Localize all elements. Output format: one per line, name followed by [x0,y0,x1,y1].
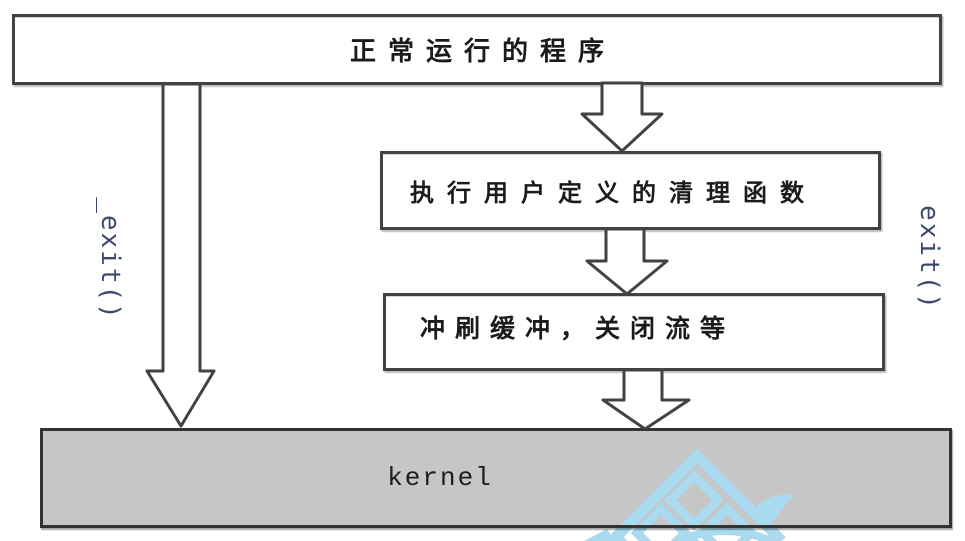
down-arrow-icon [601,368,691,431]
exit-label: exit() [914,205,944,311]
kernel-label: kernel [40,428,840,528]
down-arrow-icon [585,227,669,296]
program-box: 正常运行的程序 [12,14,942,85]
program-box-label: 正常运行的程序 [349,36,616,66]
kernel-box [40,428,952,528]
cleanup-box-label: 执行用户定义的清理函数 [410,180,817,207]
down-arrow-icon [580,81,664,153]
kernel-label-text: kernel [387,463,493,493]
flush-box-label: 冲刷缓冲，关闭流等 [420,315,736,343]
watermark-curve-icon [674,527,776,541]
flush-box: 冲刷缓冲，关闭流等 [383,293,885,371]
exit-underscore-label: _exit() [95,197,125,321]
cleanup-box: 执行用户定义的清理函数 [380,151,881,230]
exit-direct-down-arrow-icon [145,82,216,428]
watermark-triangle-icon [584,529,615,541]
